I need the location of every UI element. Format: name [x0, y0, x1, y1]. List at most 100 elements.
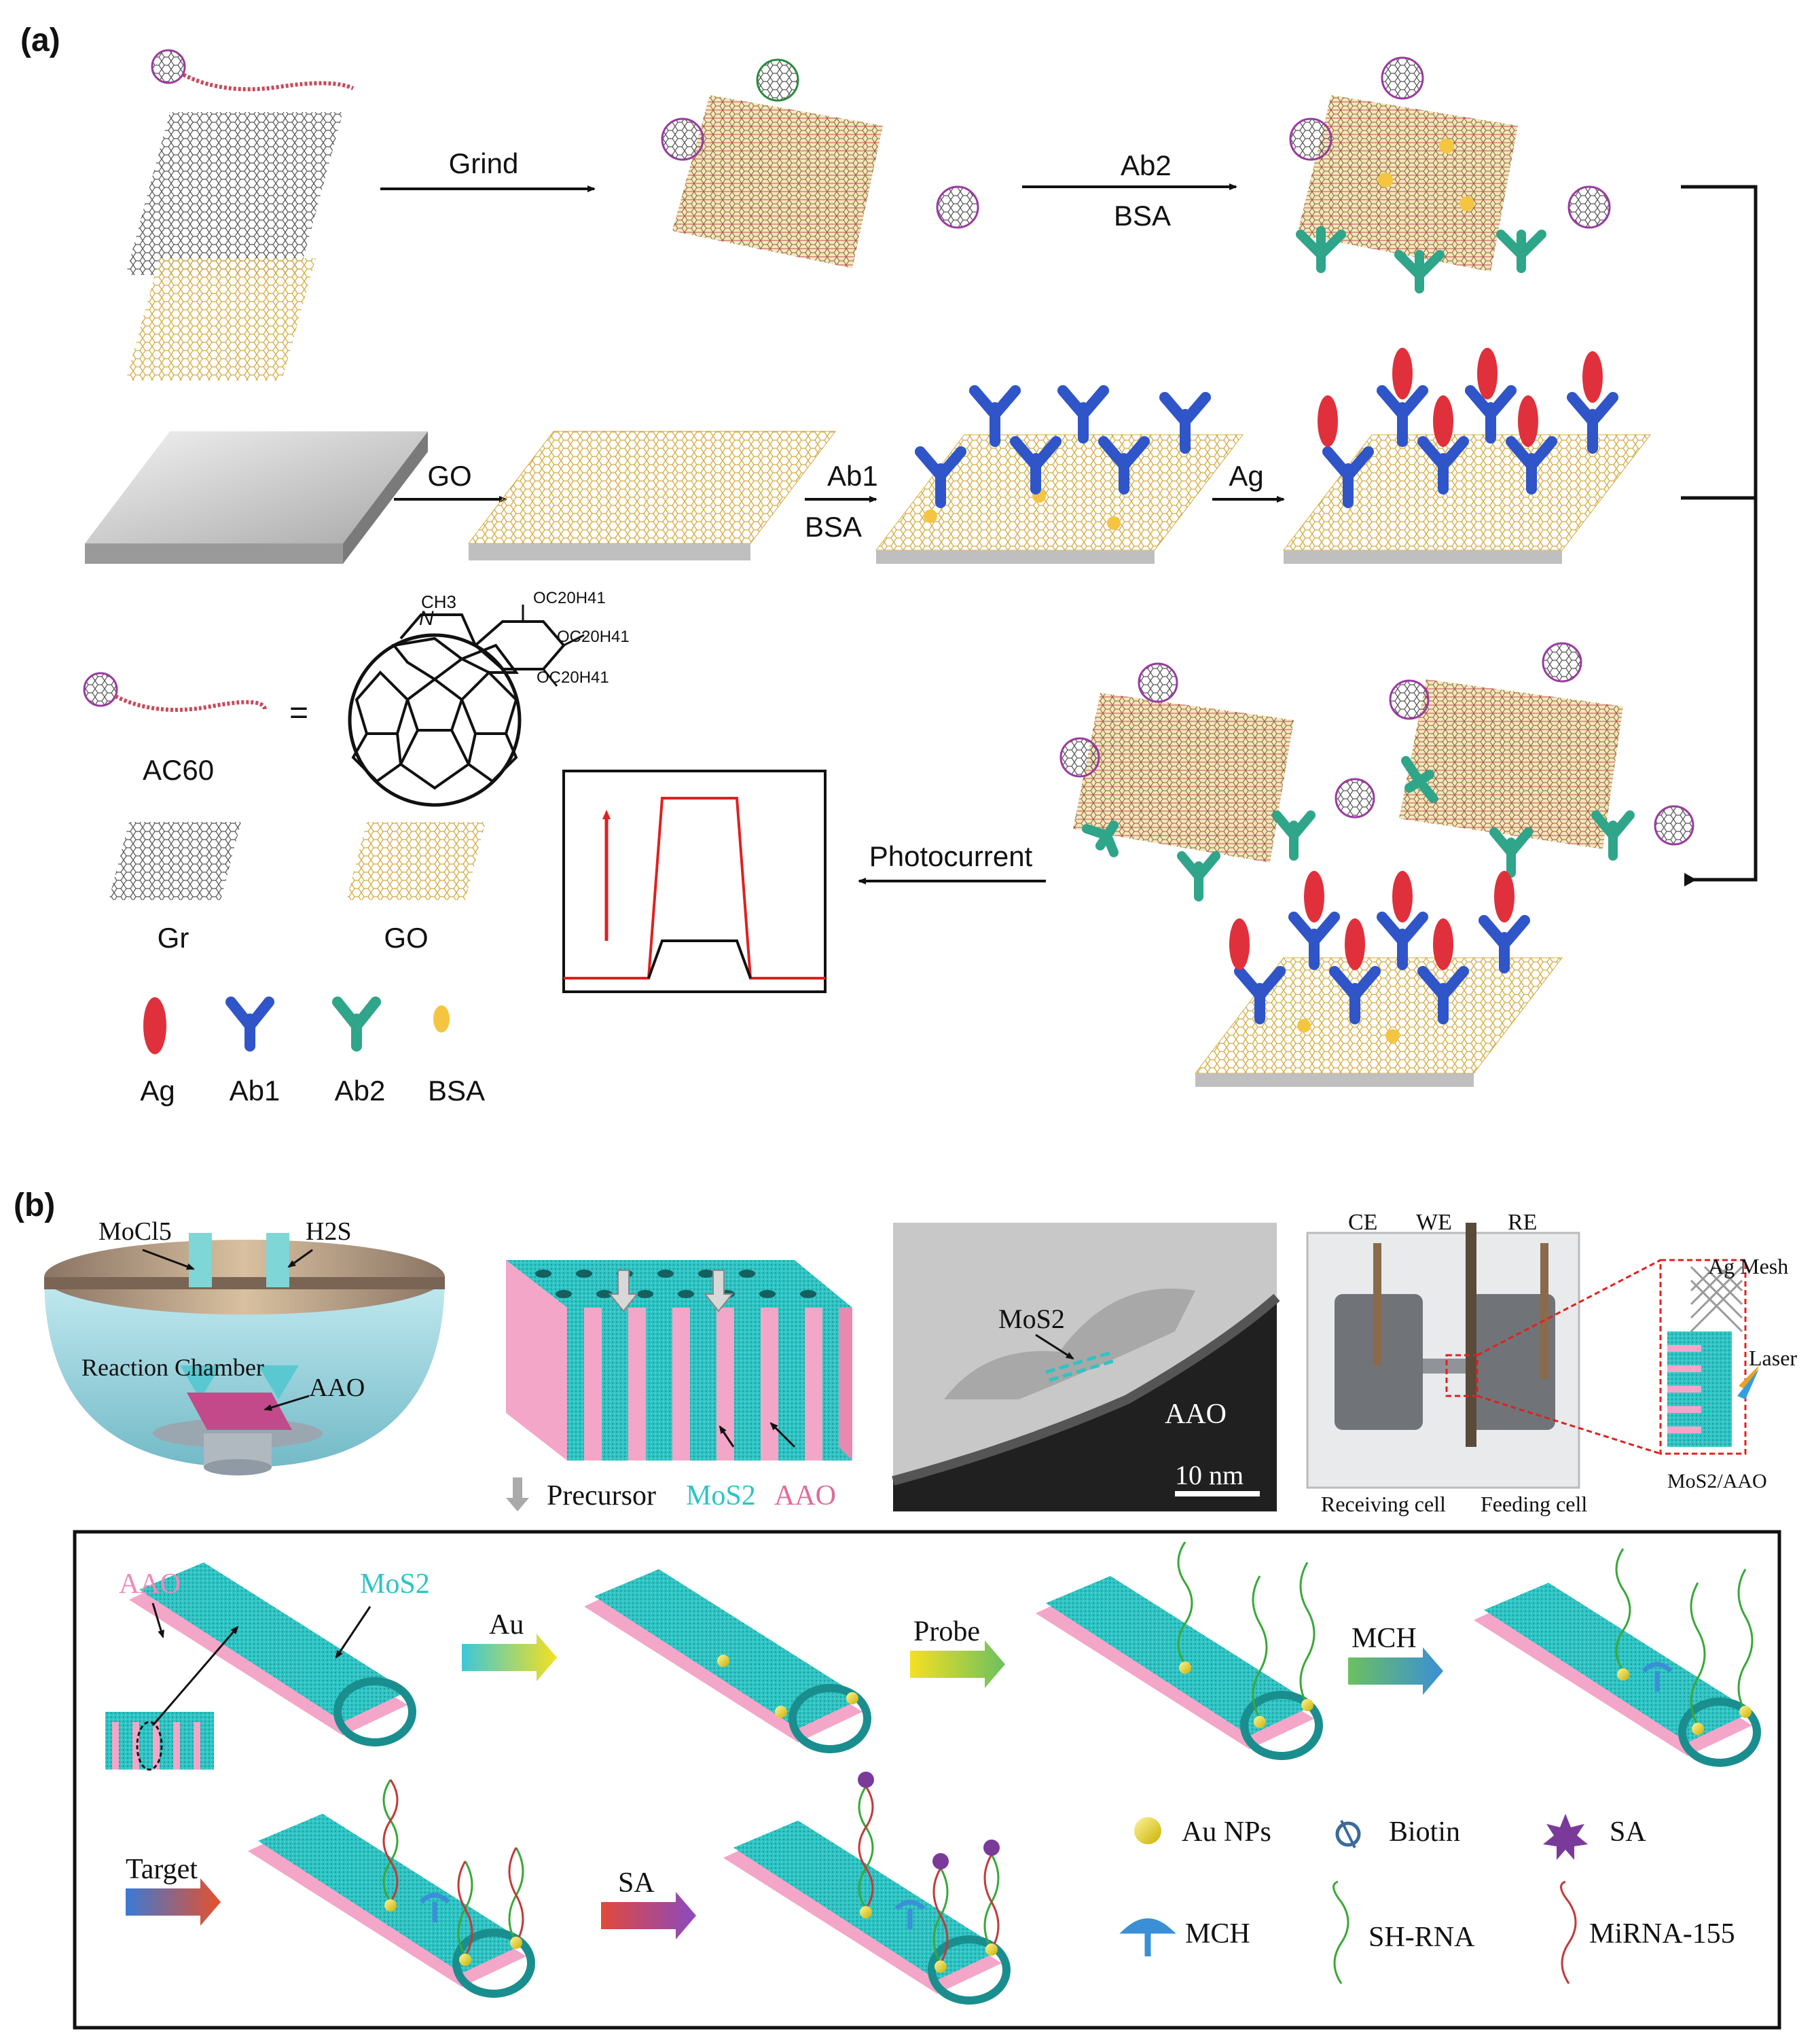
nitrogen-atom: N [419, 607, 434, 630]
probe-step-label: Probe [913, 1616, 980, 1647]
h2s-label: H2S [306, 1217, 352, 1246]
membrane-aao-label: AAO [774, 1480, 836, 1511]
ag-legend-label: Ag [140, 1075, 175, 1107]
ag-legend-icon [143, 997, 166, 1054]
mos2-aao-label: MoS2/AAO [1667, 1470, 1767, 1492]
biotin-legend-icon [1335, 1820, 1361, 1848]
bsa-step-label: BSA [805, 511, 862, 543]
ag-electrode [1282, 348, 1652, 564]
cvd-reactor [44, 1233, 445, 1475]
fullerene-structure: N CH3 OC20H41 OC20H41 OC20H41 [348, 589, 630, 807]
sa-step-arrow [601, 1892, 696, 1939]
tem-image [892, 1223, 1280, 1511]
mirna-legend-label: MiRNA-155 [1589, 1918, 1735, 1950]
panel-b: (b) MoCl5 H2S Reaction Chamber AAO [14, 1187, 1797, 2030]
moc15-label: MoCl5 [98, 1217, 172, 1246]
ab1-electrode [875, 385, 1244, 564]
electrochemical-cell [1306, 1223, 1759, 1489]
tube-6 [723, 1772, 1011, 2005]
membrane-aao-pointer [769, 1422, 796, 1448]
bracket-arrowhead [1684, 873, 1697, 886]
tem-scale-bar-label: 10 nm [1175, 1460, 1244, 1490]
tube-mos2-label: MoS2 [360, 1568, 430, 1600]
tube-aao-pointer [151, 1602, 164, 1638]
we-label: WE [1416, 1210, 1452, 1235]
tube-aao-label: AAO [119, 1568, 181, 1600]
sandwich-assembly [1059, 642, 1694, 1087]
ab2-label: Ab2 [1121, 149, 1172, 181]
substituent-2: OC20H41 [557, 628, 630, 646]
bsa-legend-icon [433, 1005, 450, 1033]
ab1-legend-icon [225, 997, 274, 1052]
sh-rna-legend-icon [1332, 1880, 1349, 1984]
go-step-label: GO [427, 460, 471, 492]
panel-a-label: (a) [20, 22, 60, 58]
precursor-label: Precursor [547, 1480, 656, 1511]
target-step-arrow [126, 1878, 221, 1926]
moc15-pointer [142, 1249, 195, 1270]
probe-step-arrow [910, 1640, 1005, 1688]
tem-aao-label: AAO [1165, 1399, 1227, 1430]
go-legend-label: GO [384, 922, 428, 954]
labeled-composite [1289, 56, 1611, 293]
go-electrode [467, 431, 837, 560]
laser-label: Laser [1749, 1346, 1797, 1370]
bsa-label-top: BSA [1114, 200, 1171, 232]
go-layer [126, 258, 316, 380]
au-nps-legend-icon [1134, 1817, 1161, 1844]
ag-step-label: Ag [1229, 460, 1263, 492]
ag-mesh-label: Ag Mesh [1708, 1254, 1788, 1278]
photocurrent-plot [562, 770, 827, 993]
reactor-aao-label: AAO [309, 1374, 365, 1402]
ac60-molecule-legend [83, 672, 267, 712]
au-nps-legend-label: Au NPs [1182, 1816, 1271, 1848]
feeding-cell-label: Feeding cell [1481, 1492, 1587, 1516]
mch-legend-icon [1119, 1918, 1176, 1956]
membrane-mos2-pointer [719, 1425, 735, 1448]
sh-rna-legend-label: SH-RNA [1368, 1922, 1475, 1953]
ab1-legend-label: Ab1 [230, 1075, 280, 1107]
re-label: RE [1508, 1210, 1537, 1235]
grind-label: Grind [449, 147, 519, 179]
mirna-legend-icon [1560, 1880, 1577, 1984]
reaction-chamber-label: Reaction Chamber [81, 1354, 264, 1381]
substituent-1: OC20H41 [533, 589, 606, 607]
graphene-layer [126, 112, 343, 275]
substituent-3: OC20H41 [537, 668, 609, 687]
membrane-mos2-label: MoS2 [686, 1480, 756, 1511]
panel-b-label: (b) [14, 1187, 55, 1223]
aao-pointer [264, 1395, 310, 1411]
ab1-step-label: Ab1 [827, 460, 878, 492]
sa-legend-icon [1543, 1814, 1588, 1860]
tube-3 [1036, 1541, 1323, 1760]
composite-sheet [661, 58, 979, 268]
equals-sign: = [289, 695, 308, 731]
mch-legend-label: MCH [1185, 1918, 1250, 1950]
tube-1 [105, 1562, 416, 1771]
ac60-name: AC60 [143, 754, 214, 786]
tem-mos2-label: MoS2 [998, 1304, 1065, 1334]
precursor-arrow-icon [506, 1477, 529, 1511]
aao-membrane [506, 1260, 852, 1460]
au-step-label: Au [489, 1609, 524, 1640]
mch-step-label: MCH [1352, 1623, 1417, 1654]
tube-5 [248, 1779, 535, 1998]
mch-step-arrow [1348, 1647, 1443, 1695]
au-step-arrow [462, 1634, 557, 1681]
tube-mos2-pointer [335, 1606, 371, 1659]
gr-legend-sheet [109, 822, 241, 900]
tube-2 [584, 1569, 871, 1753]
process-box [73, 1530, 1781, 2030]
ac60-molecule-top [151, 49, 355, 92]
bsa-legend-label: BSA [428, 1075, 485, 1107]
tem-mos2-pointer [1035, 1333, 1074, 1360]
target-step-label: Target [126, 1854, 198, 1885]
biotin-legend-label: Biotin [1389, 1816, 1460, 1848]
sa-step-label: SA [618, 1867, 655, 1899]
receiving-cell-label: Receiving cell [1321, 1492, 1446, 1516]
bare-electrode [85, 431, 428, 564]
photocurrent-label: Photocurrent [869, 840, 1033, 872]
methyl-group: CH3 [421, 592, 456, 612]
panel-a: (a) Grind Ab2 BSA [20, 22, 1758, 1107]
